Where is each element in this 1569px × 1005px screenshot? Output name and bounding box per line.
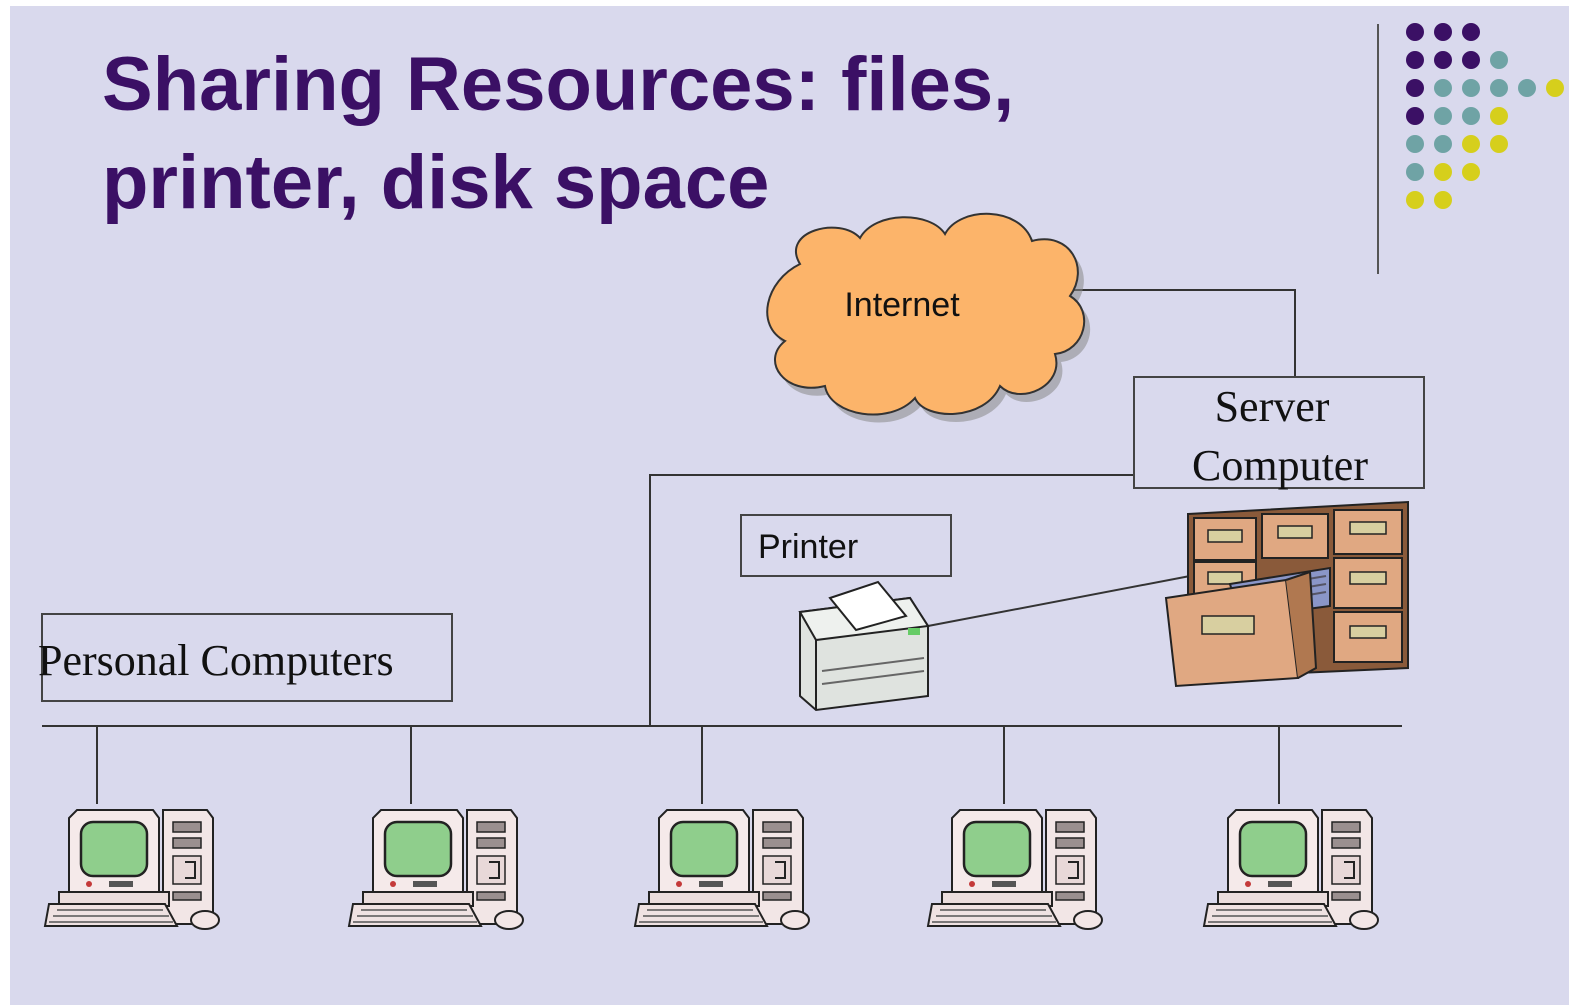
decoration-dot — [1406, 191, 1424, 209]
decoration-dot — [1518, 79, 1536, 97]
decoration-dot — [1434, 23, 1452, 41]
decoration-dot — [1434, 51, 1452, 69]
personal-computers-label: Personal Computers — [38, 636, 394, 685]
decoration-dot — [1462, 135, 1480, 153]
decoration-dot — [1462, 107, 1480, 125]
desktop-computer-icon-3 — [633, 808, 811, 931]
file-cabinet-icon — [1164, 500, 1409, 688]
decoration-dot — [1434, 79, 1452, 97]
dot-grid-decoration — [1406, 23, 1564, 209]
printer-label: Printer — [758, 528, 858, 566]
decoration-dot — [1406, 107, 1424, 125]
slide-title: Sharing Resources: files, printer, disk … — [102, 36, 1252, 232]
network-lines — [42, 289, 1402, 804]
decoration-dot — [1434, 135, 1452, 153]
decoration-dot — [1462, 163, 1480, 181]
decoration-dot — [1490, 79, 1508, 97]
decoration-dot — [1406, 135, 1424, 153]
desktop-computer-icon-2 — [347, 808, 525, 931]
decoration-dot — [1490, 51, 1508, 69]
internet-cloud-icon — [766, 212, 1091, 423]
internet-connection-line — [1072, 289, 1296, 376]
decoration-dot — [1490, 107, 1508, 125]
network-diagram: Internet Server Computer Printer Persona… — [38, 23, 1564, 931]
decoration-dot — [1462, 79, 1480, 97]
internet-label: Internet — [844, 286, 960, 324]
decoration-dot — [1462, 23, 1480, 41]
decoration-dot — [1434, 191, 1452, 209]
decoration-dot — [1434, 163, 1452, 181]
printer-connection-line — [927, 575, 1191, 627]
desktop-computer-icon-5 — [1202, 808, 1380, 931]
slide: Sharing Resources: files, printer, disk … — [10, 6, 1569, 1005]
decoration-dot — [1490, 135, 1508, 153]
server-computer-box — [1133, 376, 1425, 489]
personal-computers-box — [41, 613, 453, 702]
slide-title-line-2: printer, disk space — [102, 140, 770, 225]
slide-title-line-1: Sharing Resources: files, — [102, 42, 1015, 127]
printer-icon — [798, 580, 930, 712]
server-label-line-2: Computer — [1192, 441, 1368, 490]
desktop-computer-icon-4 — [926, 808, 1104, 931]
decoration-dot — [1406, 79, 1424, 97]
decoration-dot — [1406, 23, 1424, 41]
desktop-computer-icon-1 — [43, 808, 221, 931]
decoration-dot — [1462, 51, 1480, 69]
decoration-dot — [1406, 163, 1424, 181]
decoration-dot — [1434, 107, 1452, 125]
server-label-line-1: Server — [1215, 382, 1330, 431]
decoration-dot — [1546, 79, 1564, 97]
decoration-dot — [1406, 51, 1424, 69]
server-connection-line — [649, 474, 1134, 726]
printer-label-box — [740, 514, 952, 577]
